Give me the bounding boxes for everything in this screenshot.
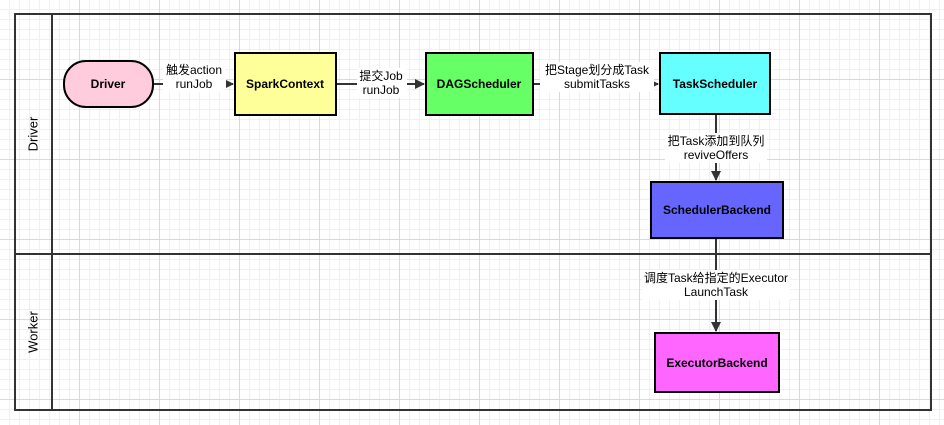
node-executorbackend-label: ExecutorBackend [666, 356, 767, 370]
lane-driver-label: Driver [25, 116, 40, 151]
edge-label-bg [163, 62, 226, 92]
node-schedulerbackend: SchedulerBackend [650, 181, 784, 239]
edge-label-bg [642, 270, 790, 300]
edge-label-bg [357, 68, 407, 98]
edge-label-line1: 触发action [166, 62, 222, 77]
lane-driver: Driver [25, 116, 40, 151]
node-sparkcontext-label: SparkContext [246, 77, 324, 91]
node-taskscheduler-shape [659, 52, 771, 115]
node-taskscheduler-label: TaskScheduler [673, 77, 758, 91]
edge-label-line2: runJob [176, 77, 213, 91]
node-driver-shape [63, 60, 154, 108]
edge-schedulerbackend-to-executorbackend: 调度Task给指定的Executor LaunchTask [642, 238, 790, 332]
node-executorbackend-shape [654, 332, 780, 393]
edge-label-line2: LaunchTask [684, 285, 749, 299]
edge-label-line1: 把Task添加到队列 [668, 133, 765, 148]
pool-border [14, 13, 932, 411]
node-driver: Driver [63, 60, 154, 108]
node-sparkcontext-shape [234, 52, 337, 116]
edge-label-line2: reviveOffers [684, 148, 748, 162]
edge-label-line1: 把Stage划分成Task [545, 63, 650, 77]
node-schedulerbackend-shape [650, 181, 784, 239]
node-dagscheduler-shape [425, 52, 534, 116]
edge-driver-to-sparkcontext: 触发action runJob [153, 62, 234, 92]
edge-label-line2: submitTasks [564, 77, 630, 91]
lane-worker: Worker [25, 311, 40, 353]
edge-taskscheduler-to-schedulerbackend: 把Task添加到队列 reviveOffers [665, 114, 767, 181]
swimlane-pool [14, 13, 932, 411]
node-schedulerbackend-label: SchedulerBackend [663, 203, 771, 217]
node-driver-label: Driver [91, 77, 126, 91]
node-dagscheduler: DAGScheduler [425, 52, 534, 116]
edge-label-line1: 提交Job [359, 68, 403, 83]
edge-label-bg [540, 62, 654, 92]
edge-dagscheduler-to-taskscheduler: 把Stage划分成Task submitTasks [534, 62, 659, 92]
node-dagscheduler-label: DAGScheduler [437, 77, 522, 91]
node-taskscheduler: TaskScheduler [659, 52, 771, 115]
node-executorbackend: ExecutorBackend [654, 332, 780, 393]
node-sparkcontext: SparkContext [234, 52, 337, 116]
edge-sparkcontext-to-dagscheduler: 提交Job runJob [336, 68, 425, 98]
lane-worker-label: Worker [25, 311, 40, 353]
edge-label-line2: runJob [363, 83, 400, 97]
edge-label-line1: 调度Task给指定的Executor [644, 270, 788, 285]
edge-label-bg [665, 133, 767, 163]
